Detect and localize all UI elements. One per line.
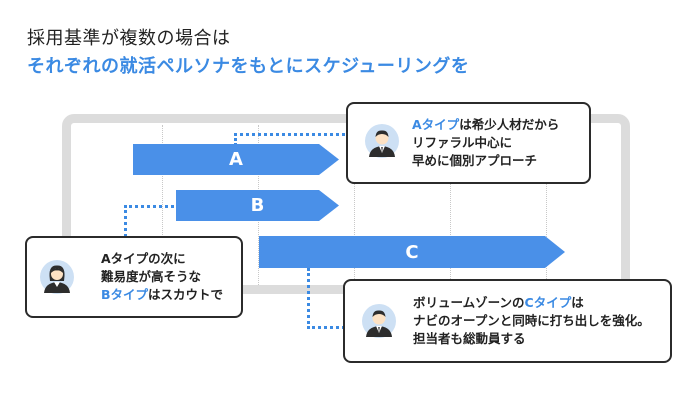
- callout-b: Aタイプの次に 難易度が高そうな Bタイプはスカウトで: [25, 236, 243, 318]
- callout-b-line-2: 難易度が高そうな: [101, 269, 202, 284]
- arrow-c-label: C: [405, 241, 419, 263]
- callout-c: ボリュームゾーンのCタイプは ナビのオープンと同時に打ち出しを強化。 担当者も総…: [343, 279, 672, 363]
- callout-b-highlight: Bタイプ: [101, 287, 149, 302]
- grid-line: [546, 125, 547, 285]
- arrow-a-label: A: [229, 149, 243, 170]
- callout-a-line-2: リファラル中心に: [412, 135, 513, 150]
- callout-a-line-3: 早めに個別アプローチ: [412, 153, 538, 168]
- callout-c-line-3: 担当者も総動員する: [413, 331, 526, 346]
- callout-a-line-1: Aタイプは希少人材だから: [412, 116, 559, 134]
- callout-c-line-1-rest: は: [571, 295, 584, 310]
- callout-c-line-1-pre: ボリュームゾーンの: [413, 295, 525, 310]
- callout-b-line-3: Bタイプはスカウトで: [101, 286, 223, 304]
- callout-b-line-3-rest: はスカウトで: [148, 287, 224, 302]
- arrow-a: A: [133, 144, 339, 175]
- title-line-1: 採用基準が複数の場合は: [27, 28, 231, 49]
- callout-a: Aタイプは希少人材だから リファラル中心に 早めに個別アプローチ: [346, 102, 591, 184]
- callout-a-highlight: Aタイプ: [412, 117, 460, 132]
- callout-c-line-2: ナビのオープンと同時に打ち出しを強化。: [413, 313, 650, 328]
- arrow-c: C: [259, 236, 565, 268]
- businessman-avatar-icon: [362, 304, 396, 338]
- grid-line: [354, 125, 355, 285]
- businessman-avatar-icon: [365, 124, 399, 158]
- callout-a-line-1-rest: は希少人材だから: [459, 117, 560, 132]
- connector-c: [307, 268, 350, 329]
- callout-c-highlight: Cタイプ: [524, 295, 572, 310]
- callout-c-line-1: ボリュームゾーンのCタイプは: [413, 294, 650, 312]
- connector-a: [234, 133, 357, 146]
- arrow-b-label: B: [250, 195, 265, 216]
- businesswoman-avatar-icon: [40, 260, 74, 294]
- grid-line: [450, 125, 451, 285]
- title-line-2: それぞれの就活ペルソナをもとにスケジューリングを: [27, 56, 470, 77]
- arrow-b: B: [176, 190, 339, 221]
- connector-b: [124, 205, 179, 248]
- callout-b-line-1: Aタイプの次に: [101, 251, 186, 266]
